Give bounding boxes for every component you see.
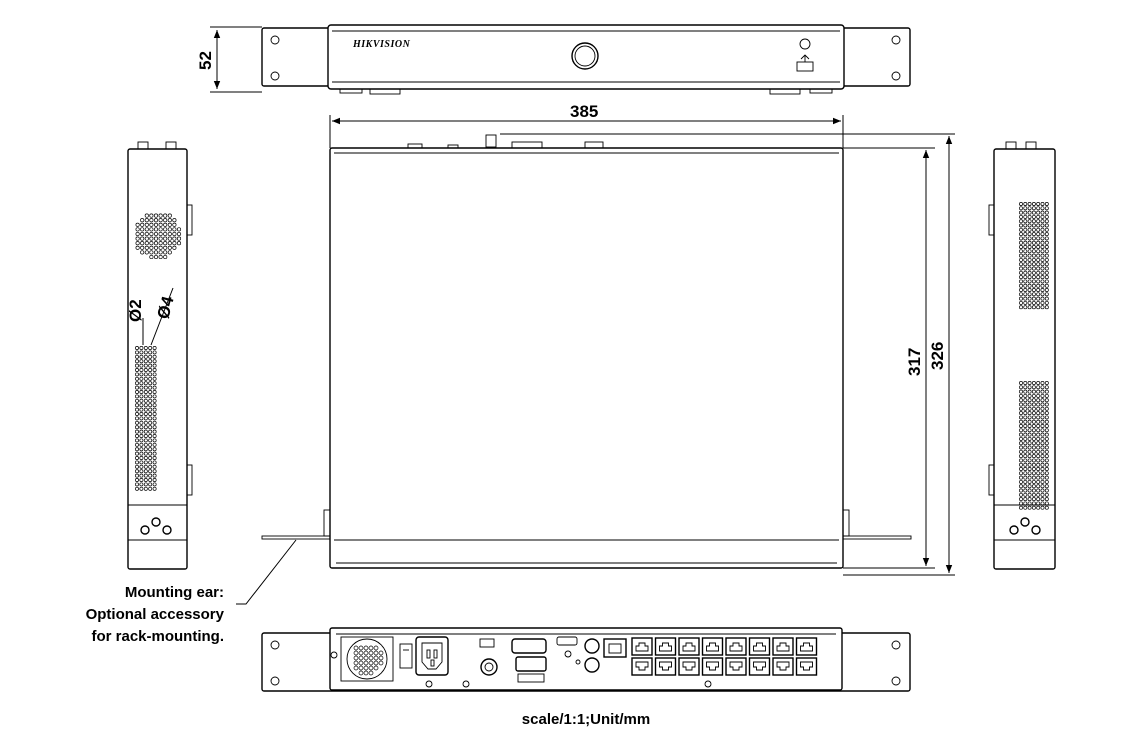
power-led-icon <box>799 38 811 50</box>
fan-grille-icon <box>340 636 394 682</box>
round-vent-left <box>135 213 182 260</box>
mounting-ear-line-2: Optional accessory <box>86 606 225 623</box>
mounting-ear-line-1: Mounting ear: <box>125 584 224 601</box>
depth-dimensions: 317 326 <box>500 133 955 576</box>
mounting-ear-callout: Mounting ear: Optional accessory for rac… <box>86 539 297 645</box>
brand-logo: HIKVISION <box>352 39 411 50</box>
width-dimension: 385 <box>329 102 844 148</box>
rear-view <box>261 627 911 692</box>
hdmi-port-icon <box>556 636 578 646</box>
power-switch-icon <box>399 643 413 669</box>
lan-port-icon <box>603 638 627 658</box>
front-view: HIKVISION <box>261 24 911 95</box>
serial-port-icon <box>515 656 547 672</box>
audio-jack-icon <box>480 658 498 676</box>
vga-port-icon <box>511 638 547 654</box>
height-label: 52 <box>196 51 215 70</box>
power-socket-icon <box>415 636 449 676</box>
hole-grid-right-top <box>1019 202 1049 310</box>
hole-small-label: Ø2 <box>126 299 145 322</box>
hole-grid-right-bottom <box>1019 381 1049 510</box>
right-side-view <box>988 141 1056 570</box>
width-label: 385 <box>570 102 598 121</box>
poe-ports-icon <box>631 637 818 676</box>
mounting-ear-line-3: for rack-mounting. <box>91 628 224 645</box>
hole-grid-left <box>135 346 157 491</box>
depth-overall-label: 326 <box>928 342 947 370</box>
depth-inner-label: 317 <box>905 348 924 376</box>
height-dimension: 52 <box>196 26 262 93</box>
usb-rear-icon <box>479 638 495 648</box>
top-view <box>261 134 912 569</box>
left-side-view <box>127 141 193 570</box>
scale-note: scale/1:1;Unit/mm <box>522 711 650 728</box>
